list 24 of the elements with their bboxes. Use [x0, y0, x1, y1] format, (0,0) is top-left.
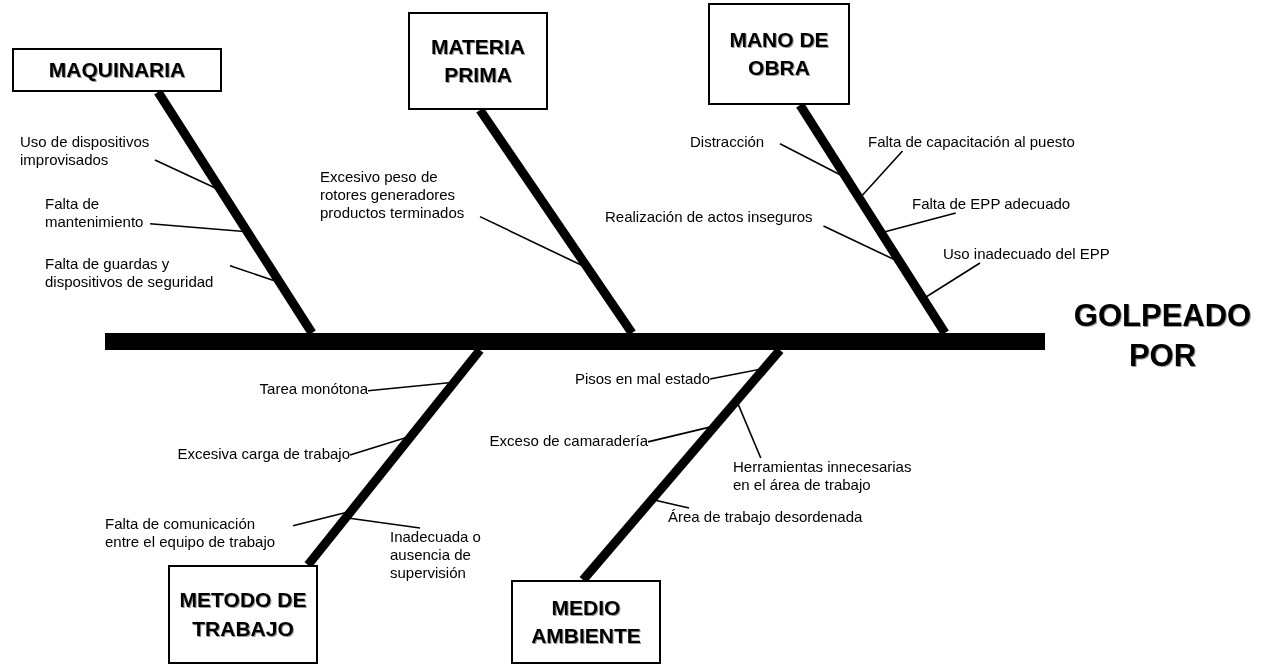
cause-text: Falta de EPP adecuado	[912, 195, 1087, 213]
cause-text: Tarea monótona	[228, 380, 368, 398]
cause-text: Herramientas innecesarias en el área de trabajo	[733, 458, 918, 494]
category-box: MANO DE OBRA	[708, 3, 850, 105]
cause-text: Área de trabajo desordenada	[668, 508, 878, 526]
cause-text: Distracción	[690, 133, 780, 151]
fishbone-spine	[105, 333, 1045, 350]
category-box: MATERIA PRIMA	[408, 12, 548, 110]
cause-text: Pisos en mal estado	[530, 370, 710, 388]
effect-label: GOLPEADO POR	[1072, 297, 1253, 376]
cause-text: Falta de mantenimiento	[45, 195, 150, 231]
cause-text: Inadecuada o ausencia de supervisión	[390, 528, 490, 582]
category-box: METODO DE TRABAJO	[168, 565, 318, 664]
cause-text: Uso inadecuado del EPP	[943, 245, 1128, 263]
category-box: MEDIO AMBIENTE	[511, 580, 661, 664]
cause-text: Excesivo peso de rotores generadores productos terminados	[320, 168, 480, 222]
category-box: MAQUINARIA	[12, 48, 222, 92]
cause-text: Falta de guardas y dispositivos de seguridad	[45, 255, 230, 291]
cause-text: Excesiva carga de trabajo	[120, 445, 350, 463]
cause-text: Exceso de camaradería	[448, 432, 648, 450]
cause-text: Uso de dispositivos improvisados	[20, 133, 155, 169]
cause-text: Falta de comunicación entre el equipo de trabajo	[105, 515, 293, 551]
cause-text: Realización de actos inseguros	[605, 208, 835, 226]
cause-text: Falta de capacitación al puesto	[868, 133, 1098, 151]
